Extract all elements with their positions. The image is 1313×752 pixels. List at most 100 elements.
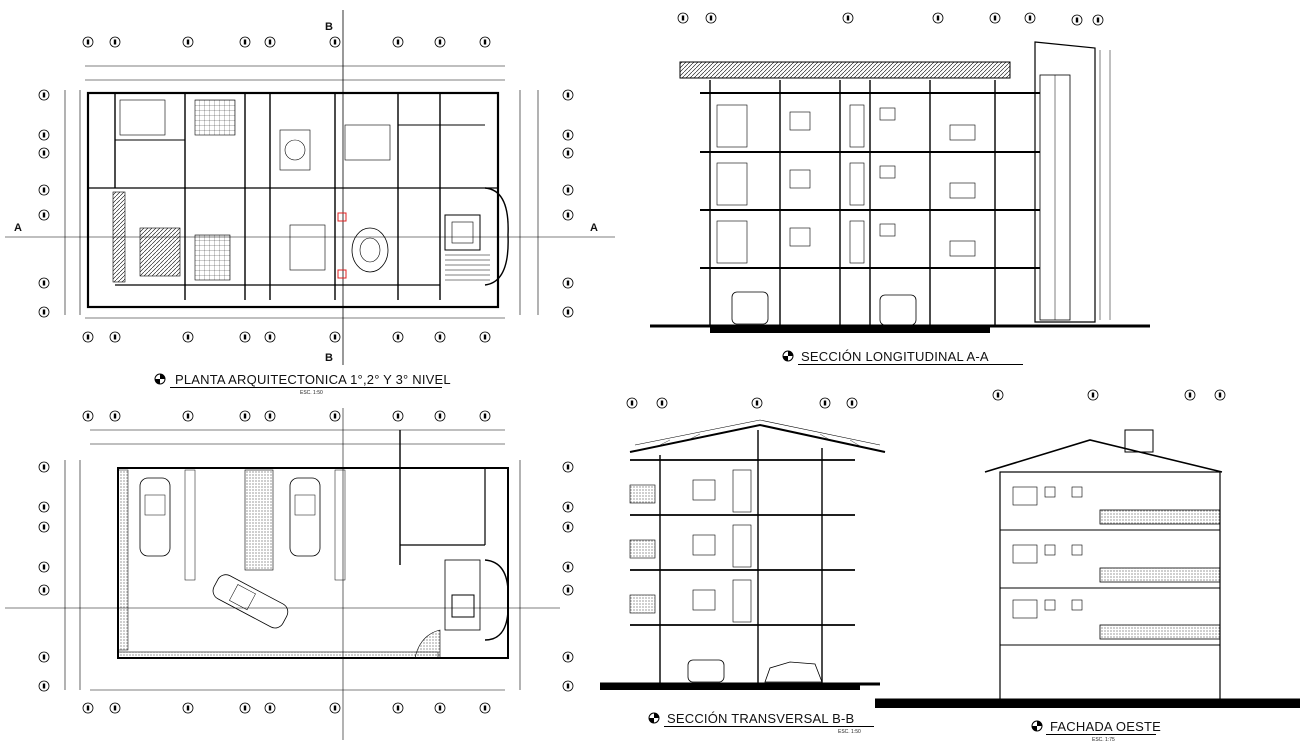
grid-bubble-mark bbox=[186, 705, 190, 711]
section-marker-a-right: A bbox=[590, 222, 599, 234]
title-facade-west: FACHADA OESTE bbox=[1050, 719, 1161, 734]
grid-bubble-mark bbox=[42, 464, 46, 470]
section-transversal bbox=[600, 419, 886, 690]
grid-bubble-mark bbox=[42, 150, 46, 156]
grid-bubble-mark bbox=[243, 334, 247, 340]
grid-bubble-mark bbox=[243, 39, 247, 45]
grid-bubble-mark bbox=[483, 413, 487, 419]
grid-bubble-mark bbox=[42, 309, 46, 315]
grid-bubble-mark bbox=[268, 39, 272, 45]
scale-facade-west: ESC. 1:75 bbox=[1092, 737, 1115, 743]
grid-bubble-mark bbox=[186, 334, 190, 340]
grid-bubble-mark bbox=[993, 15, 997, 21]
grid-bubble-mark bbox=[1218, 392, 1222, 398]
grid-bubble-mark bbox=[86, 39, 90, 45]
grid-bubble-mark bbox=[396, 413, 400, 419]
grid-bubble-mark bbox=[996, 392, 1000, 398]
grid-bubble-mark bbox=[113, 39, 117, 45]
grid-bubble-mark bbox=[566, 504, 570, 510]
scale-section-transversal: ESC. 1:50 bbox=[838, 729, 861, 735]
grid-bubble-mark bbox=[630, 400, 634, 406]
title-underline bbox=[1046, 734, 1156, 735]
grid-bubble-mark bbox=[566, 524, 570, 530]
grid-bubble-mark bbox=[42, 654, 46, 660]
grid-bubble-mark bbox=[243, 705, 247, 711]
title-plan-upper: PLANTA ARQUITECTONICA 1°,2° Y 3° NIVEL bbox=[175, 372, 451, 387]
grid-bubble-mark bbox=[566, 464, 570, 470]
grid-bubble-mark bbox=[268, 705, 272, 711]
grid-bubble-mark bbox=[42, 504, 46, 510]
grid-bubble-mark bbox=[566, 654, 570, 660]
grid-bubble-mark bbox=[438, 413, 442, 419]
grid-bubble-mark bbox=[755, 400, 759, 406]
grid-bubble-mark bbox=[42, 187, 46, 193]
section-marker-b-top: B bbox=[325, 21, 334, 33]
grid-bubble-mark bbox=[243, 413, 247, 419]
grid-bubble-mark bbox=[438, 334, 442, 340]
grid-bubble-mark bbox=[483, 334, 487, 340]
grid-bubble-mark bbox=[333, 334, 337, 340]
grid-bubble-mark bbox=[396, 334, 400, 340]
facade-west bbox=[875, 429, 1300, 708]
grid-bubble-mark bbox=[1091, 392, 1095, 398]
title-symbol-icon bbox=[1031, 720, 1043, 732]
grid-bubble-mark bbox=[438, 705, 442, 711]
grid-bubble-mark bbox=[566, 564, 570, 570]
grid-bubble-mark bbox=[566, 150, 570, 156]
grid-bubble-mark bbox=[42, 564, 46, 570]
grid-bubble-mark bbox=[566, 309, 570, 315]
grid-bubble-mark bbox=[1096, 17, 1100, 23]
grid-bubble-mark bbox=[86, 413, 90, 419]
grid-bubble-mark bbox=[113, 413, 117, 419]
grid-bubble-mark bbox=[186, 413, 190, 419]
grid-bubble-mark bbox=[333, 413, 337, 419]
grid-bubble-mark bbox=[396, 705, 400, 711]
grid-bubble-mark bbox=[566, 683, 570, 689]
plan-garage bbox=[5, 408, 560, 740]
grid-bubble-mark bbox=[483, 705, 487, 711]
title-underline bbox=[798, 364, 1023, 365]
grid-bubble-mark bbox=[1075, 17, 1079, 23]
grid-bubble-mark bbox=[660, 400, 664, 406]
grid-bubble-mark bbox=[846, 15, 850, 21]
grid-bubble-mark bbox=[268, 413, 272, 419]
grid-bubble-mark bbox=[438, 39, 442, 45]
grid-bubble-mark bbox=[566, 212, 570, 218]
title-section-transversal: SECCIÓN TRANSVERSAL B-B bbox=[667, 711, 855, 726]
grid-bubble-mark bbox=[113, 705, 117, 711]
grid-bubble-mark bbox=[566, 187, 570, 193]
grid-bubble-mark bbox=[42, 280, 46, 286]
title-symbol-icon bbox=[782, 350, 794, 362]
grid-bubble-mark bbox=[42, 683, 46, 689]
grid-bubble-mark bbox=[42, 587, 46, 593]
grid-bubble-mark bbox=[42, 132, 46, 138]
grid-axis-bubbles bbox=[38, 12, 1226, 714]
grid-bubble-mark bbox=[186, 39, 190, 45]
title-underline bbox=[664, 726, 874, 727]
grid-bubble-mark bbox=[936, 15, 940, 21]
title-symbol-icon bbox=[154, 373, 166, 385]
plan-upper bbox=[5, 10, 615, 365]
grid-bubble-mark bbox=[396, 39, 400, 45]
grid-bubble-mark bbox=[1188, 392, 1192, 398]
scale-plan-upper: ESC. 1:50 bbox=[300, 390, 323, 396]
grid-bubble-mark bbox=[42, 92, 46, 98]
grid-bubble-mark bbox=[113, 334, 117, 340]
grid-bubble-mark bbox=[850, 400, 854, 406]
grid-bubble-mark bbox=[333, 39, 337, 45]
section-marker-b-bottom: B bbox=[325, 352, 334, 364]
grid-bubble-mark bbox=[86, 334, 90, 340]
grid-bubble-mark bbox=[566, 587, 570, 593]
section-marker-a-left: A bbox=[14, 222, 23, 234]
grid-bubble-mark bbox=[42, 212, 46, 218]
section-longitudinal bbox=[650, 41, 1150, 333]
grid-bubble-mark bbox=[566, 280, 570, 286]
grid-bubble-mark bbox=[566, 132, 570, 138]
title-symbol-icon bbox=[648, 712, 660, 724]
grid-bubble-mark bbox=[566, 92, 570, 98]
grid-bubble-mark bbox=[86, 705, 90, 711]
grid-bubble-mark bbox=[333, 705, 337, 711]
grid-bubble-mark bbox=[709, 15, 713, 21]
